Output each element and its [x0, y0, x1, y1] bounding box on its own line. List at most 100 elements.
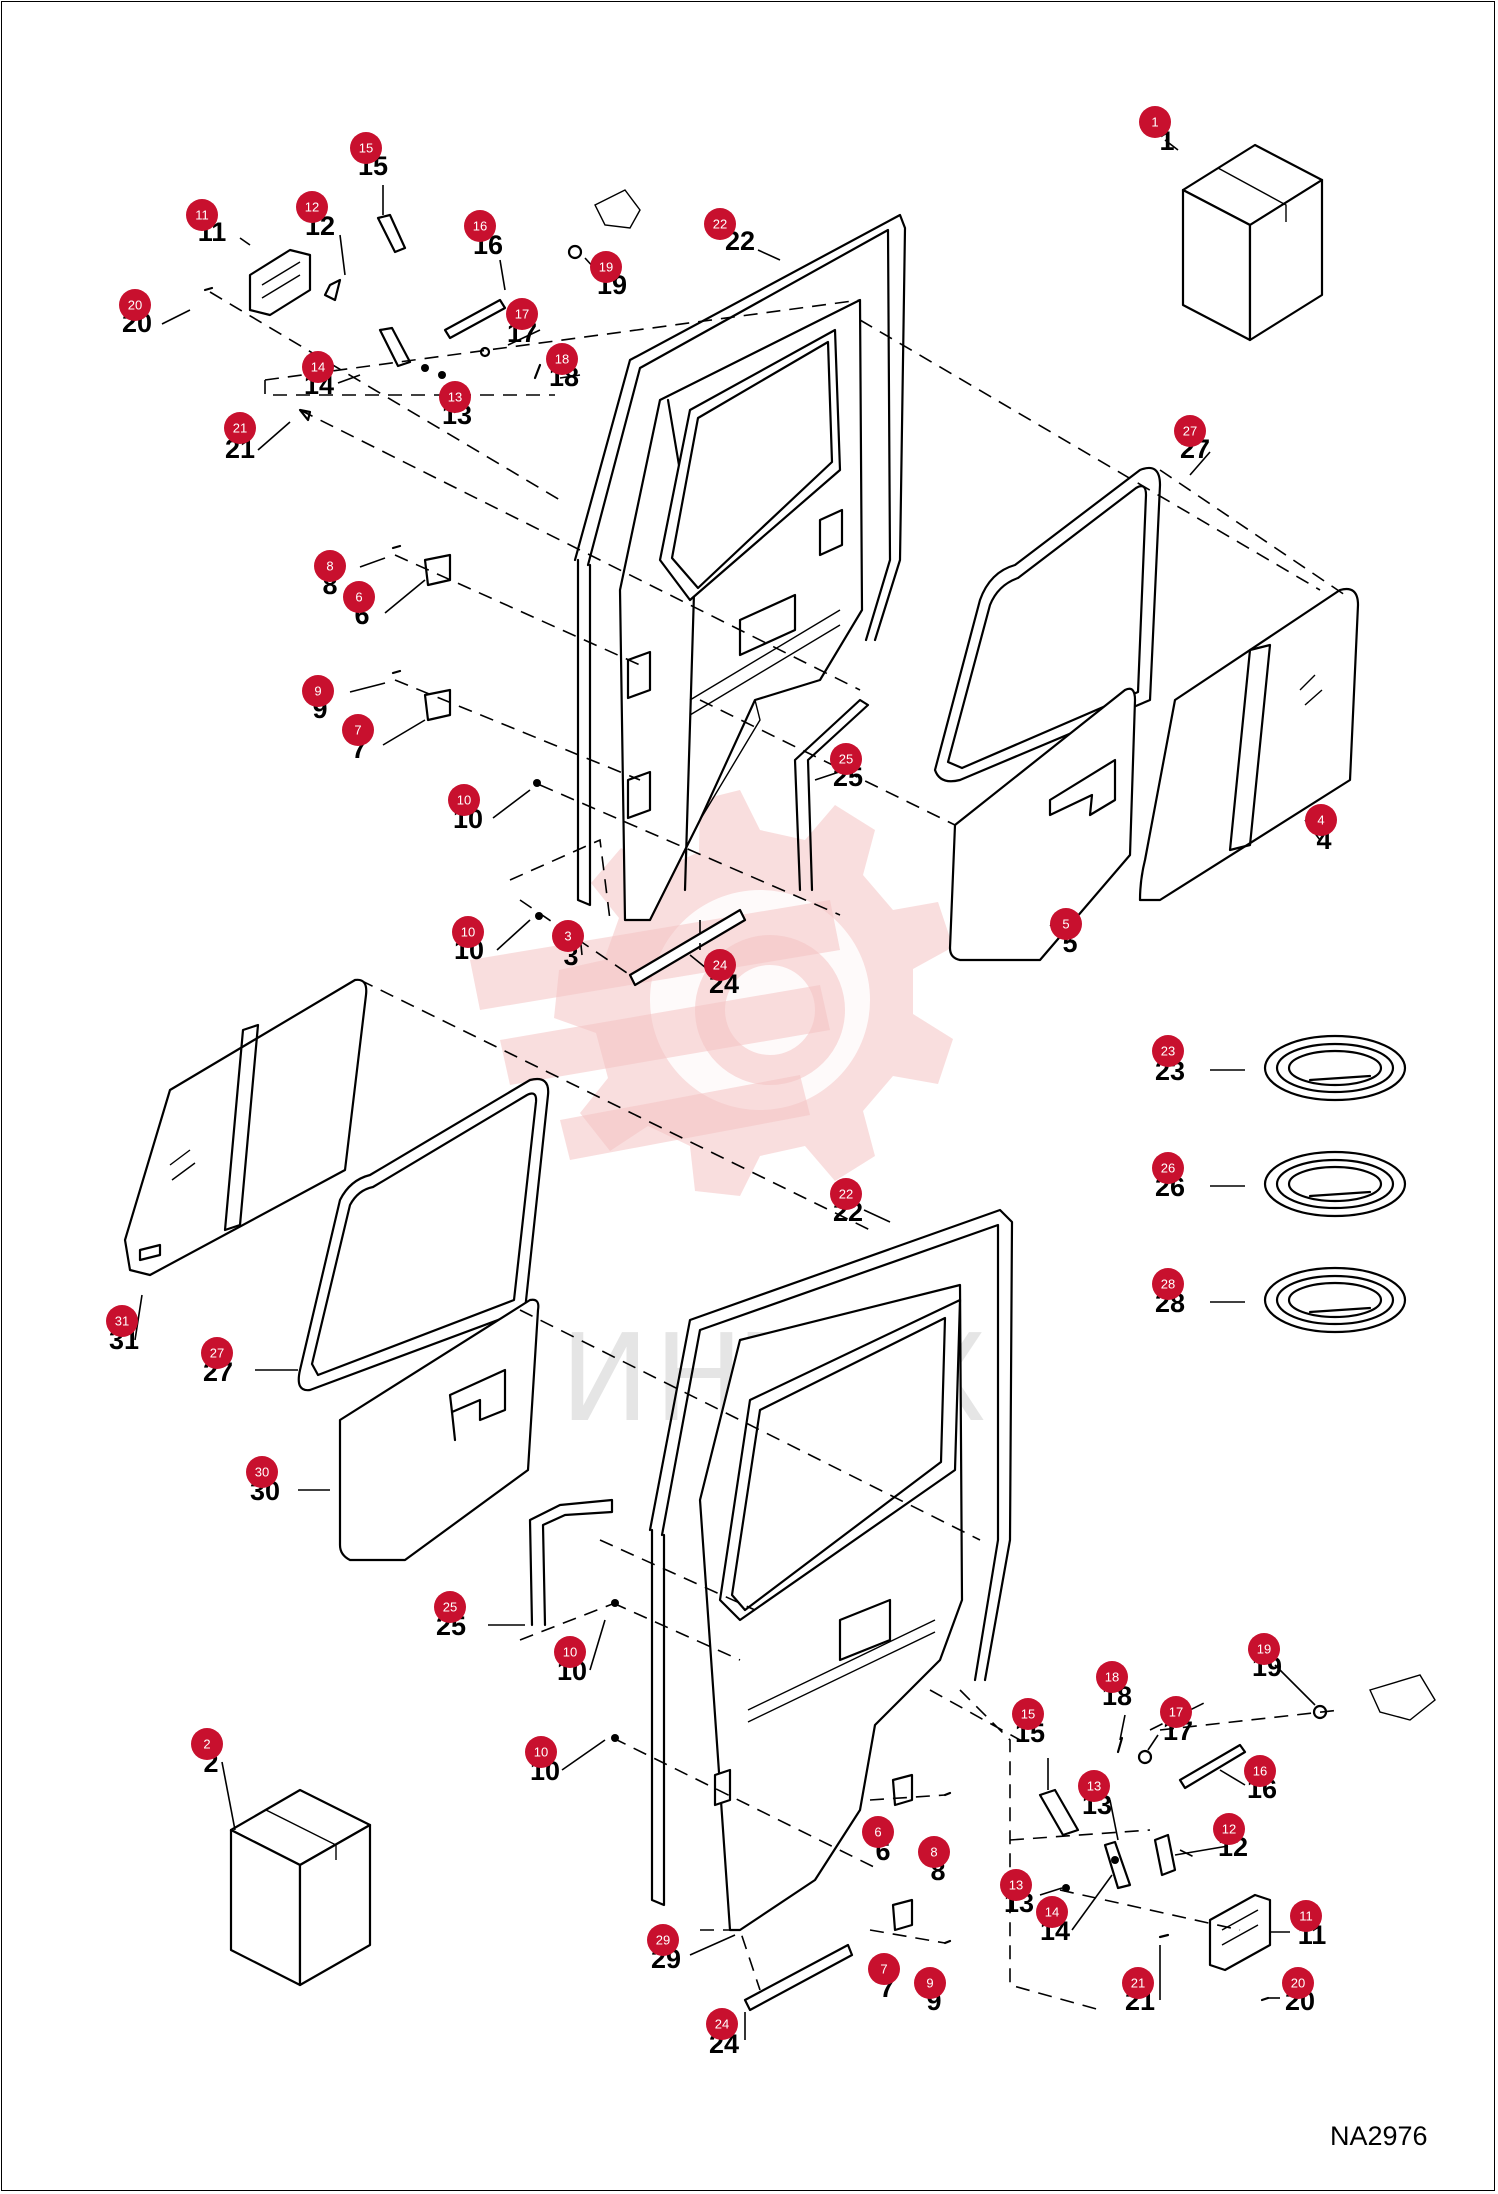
- callout-badge[interactable]: [434, 1591, 466, 1623]
- callout-badge[interactable]: [314, 550, 346, 582]
- callout-27[interactable]: 27: [201, 1337, 233, 1369]
- callout-9[interactable]: 9: [914, 1967, 946, 1999]
- callout-badge[interactable]: [296, 191, 328, 223]
- callout-10[interactable]: 10: [525, 1736, 557, 1768]
- callout-badge[interactable]: [439, 381, 471, 413]
- callout-7[interactable]: 7: [342, 714, 374, 746]
- callout-1[interactable]: 1: [1139, 106, 1171, 138]
- callout-22[interactable]: 22: [704, 208, 736, 240]
- callout-15[interactable]: 15: [350, 132, 382, 164]
- callout-badge[interactable]: [1122, 1967, 1154, 1999]
- callout-19[interactable]: 19: [590, 251, 622, 283]
- callout-badge[interactable]: [706, 2008, 738, 2040]
- callout-3[interactable]: 3: [552, 920, 584, 952]
- callout-11[interactable]: 11: [186, 199, 218, 231]
- callout-31[interactable]: 31: [106, 1305, 138, 1337]
- callout-badge[interactable]: [647, 1924, 679, 1956]
- callout-14[interactable]: 14: [1036, 1896, 1068, 1928]
- callout-badge[interactable]: [590, 251, 622, 283]
- callout-badge[interactable]: [830, 743, 862, 775]
- callout-badge[interactable]: [914, 1967, 946, 1999]
- callout-6[interactable]: 6: [343, 581, 375, 613]
- callout-badge[interactable]: [1152, 1152, 1184, 1184]
- callout-22[interactable]: 22: [830, 1178, 862, 1210]
- callout-badge[interactable]: [868, 1953, 900, 1985]
- callout-11[interactable]: 11: [1290, 1900, 1322, 1932]
- callout-badge[interactable]: [704, 208, 736, 240]
- callout-badge[interactable]: [464, 210, 496, 242]
- callout-5[interactable]: 5: [1050, 908, 1082, 940]
- callout-badge[interactable]: [918, 1836, 950, 1868]
- callout-13[interactable]: 13: [1000, 1869, 1032, 1901]
- callout-21[interactable]: 21: [1122, 1967, 1154, 1999]
- callout-badge[interactable]: [1152, 1268, 1184, 1300]
- callout-25[interactable]: 25: [830, 743, 862, 775]
- callout-badge[interactable]: [1139, 106, 1171, 138]
- callout-20[interactable]: 20: [1282, 1967, 1314, 1999]
- callout-13[interactable]: 13: [1078, 1770, 1110, 1802]
- callout-badge[interactable]: [525, 1736, 557, 1768]
- callout-badge[interactable]: [1290, 1900, 1322, 1932]
- callout-badge[interactable]: [343, 581, 375, 613]
- callout-24[interactable]: 24: [704, 949, 736, 981]
- callout-badge[interactable]: [1282, 1967, 1314, 1999]
- callout-badge[interactable]: [546, 343, 578, 375]
- callout-26[interactable]: 26: [1152, 1152, 1184, 1184]
- callout-badge[interactable]: [1050, 908, 1082, 940]
- callout-badge[interactable]: [554, 1636, 586, 1668]
- callout-19[interactable]: 19: [1248, 1633, 1280, 1665]
- callout-badge[interactable]: [186, 199, 218, 231]
- callout-badge[interactable]: [1248, 1633, 1280, 1665]
- callout-6[interactable]: 6: [862, 1816, 894, 1848]
- callout-badge[interactable]: [862, 1816, 894, 1848]
- callout-13[interactable]: 13: [439, 381, 471, 413]
- callout-badge[interactable]: [106, 1305, 138, 1337]
- callout-badge[interactable]: [1078, 1770, 1110, 1802]
- callout-badge[interactable]: [452, 916, 484, 948]
- callout-29[interactable]: 29: [647, 1924, 679, 1956]
- callout-21[interactable]: 21: [224, 412, 256, 444]
- callout-12[interactable]: 12: [296, 191, 328, 223]
- callout-badge[interactable]: [350, 132, 382, 164]
- callout-badge[interactable]: [224, 412, 256, 444]
- callout-8[interactable]: 8: [918, 1836, 950, 1868]
- callout-badge[interactable]: [302, 351, 334, 383]
- callout-badge[interactable]: [448, 784, 480, 816]
- callout-14[interactable]: 14: [302, 351, 334, 383]
- callout-17[interactable]: 17: [506, 298, 538, 330]
- callout-27[interactable]: 27: [1174, 415, 1206, 447]
- callout-badge[interactable]: [1305, 804, 1337, 836]
- callout-badge[interactable]: [191, 1728, 223, 1760]
- callout-28[interactable]: 28: [1152, 1268, 1184, 1300]
- callout-17[interactable]: 17: [1160, 1696, 1192, 1728]
- callout-badge[interactable]: [830, 1178, 862, 1210]
- callout-badge[interactable]: [302, 675, 334, 707]
- callout-badge[interactable]: [342, 714, 374, 746]
- callout-16[interactable]: 16: [1244, 1755, 1276, 1787]
- callout-badge[interactable]: [246, 1456, 278, 1488]
- callout-badge[interactable]: [1213, 1813, 1245, 1845]
- callout-badge[interactable]: [704, 949, 736, 981]
- callout-18[interactable]: 18: [1096, 1661, 1128, 1693]
- callout-23[interactable]: 23: [1152, 1035, 1184, 1067]
- callout-badge[interactable]: [1152, 1035, 1184, 1067]
- callout-badge[interactable]: [201, 1337, 233, 1369]
- callout-9[interactable]: 9: [302, 675, 334, 707]
- callout-badge[interactable]: [1096, 1661, 1128, 1693]
- callout-badge[interactable]: [119, 289, 151, 321]
- callout-badge[interactable]: [1036, 1896, 1068, 1928]
- callout-badge[interactable]: [1000, 1869, 1032, 1901]
- callout-15[interactable]: 15: [1012, 1698, 1044, 1730]
- callout-7[interactable]: 7: [868, 1953, 900, 1985]
- callout-12[interactable]: 12: [1213, 1813, 1245, 1845]
- callout-badge[interactable]: [1012, 1698, 1044, 1730]
- callout-badge[interactable]: [506, 298, 538, 330]
- callout-2[interactable]: 2: [191, 1728, 223, 1760]
- callout-10[interactable]: 10: [452, 916, 484, 948]
- callout-4[interactable]: 4: [1305, 804, 1337, 836]
- callout-10[interactable]: 10: [448, 784, 480, 816]
- callout-badge[interactable]: [552, 920, 584, 952]
- callout-10[interactable]: 10: [554, 1636, 586, 1668]
- callout-badge[interactable]: [1244, 1755, 1276, 1787]
- callout-24[interactable]: 24: [706, 2008, 738, 2040]
